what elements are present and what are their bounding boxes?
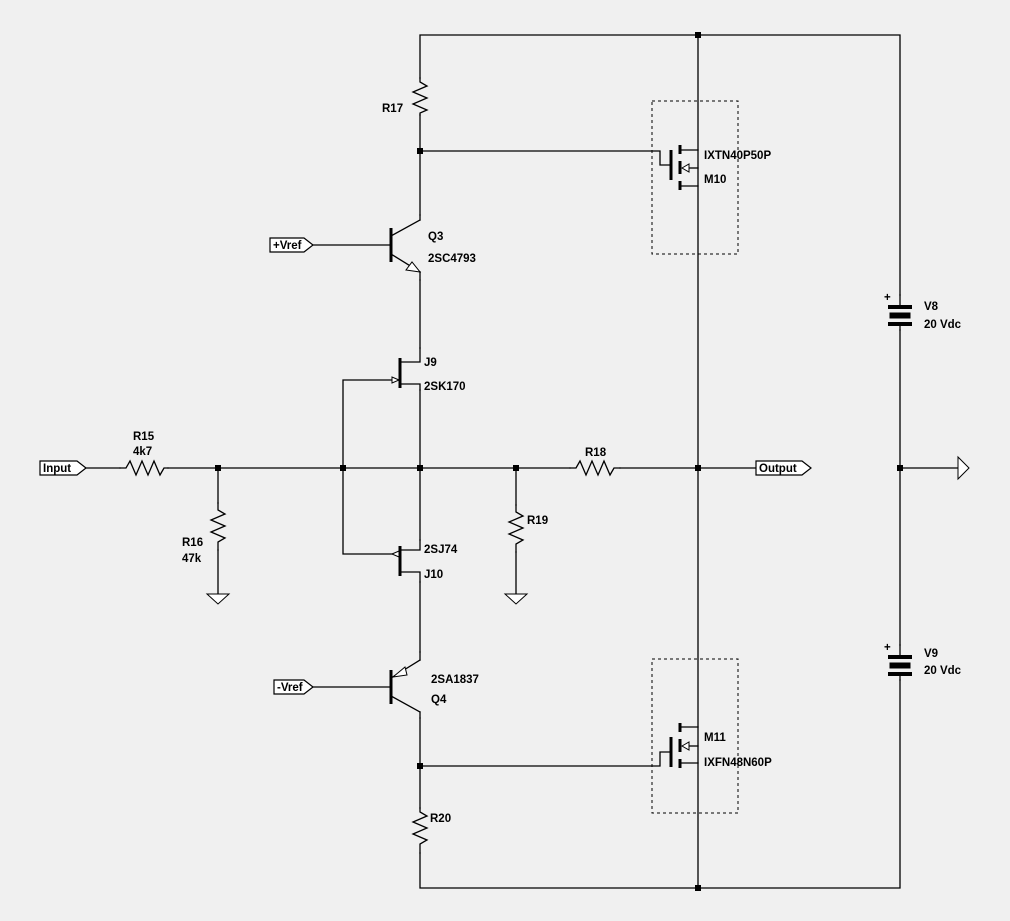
r17-ref: R17 [382,103,403,115]
port-vref-negative: -Vref [273,679,314,695]
v9-ref: V9 [924,648,938,660]
transistor-q4: 2SA1837 Q4 [389,651,479,719]
v8-plus-sign: + [884,292,891,304]
j9-part: 2SK170 [424,381,466,393]
mosfet-m10: IXTN40P50P M10 [651,100,771,255]
v8-value: 20 Vdc [924,319,962,331]
q3-ref: Q3 [428,231,443,243]
m10-part: IXTN40P50P [704,150,771,162]
port-output-label: Output [759,463,797,475]
m11-part: IXFN48N60P [704,757,772,769]
port-input-label: Input [43,463,71,475]
j9-ref: J9 [424,357,437,369]
v8-ref: V8 [924,301,939,313]
junction-dots [215,32,903,891]
jfet-j10: 2SJ74 J10 [390,539,458,583]
ground-symbol-r16 [205,593,231,605]
r18-ref: R18 [585,447,607,459]
r16-ref: R16 [182,537,203,549]
r20-ref: R20 [430,813,451,825]
port-vref-positive-label: +Vref [273,240,302,252]
j10-part: 2SJ74 [424,544,458,556]
ground-symbol-rail [957,455,970,481]
wires [85,34,959,889]
resistor-r17: R17 [382,77,429,116]
jfet-j9: J9 2SK170 [391,347,466,393]
resistor-r15: R15 4k7 [119,431,169,477]
transistor-q3: Q3 2SC4793 [389,214,476,281]
voltage-source-v9: + V9 20 Vdc [884,642,962,681]
q3-part: 2SC4793 [428,253,476,265]
port-output: Output [755,460,812,476]
resistor-r20: R20 [411,807,451,854]
m11-ref: M11 [704,732,726,744]
voltage-source-v8: + V8 20 Vdc [884,292,962,331]
m10-ref: M10 [704,174,726,186]
r15-value: 4k7 [133,446,152,458]
r16-value: 47k [182,553,202,565]
ground-symbol-r19 [503,593,529,605]
resistor-r19: R19 [507,504,548,553]
port-vref-negative-label: -Vref [277,682,303,694]
r19-ref: R19 [527,515,548,527]
q4-ref: Q4 [431,694,447,706]
mosfet-m11: M11 IXFN48N60P [651,658,772,814]
resistor-r16: R16 47k [182,502,227,565]
r15-ref: R15 [133,431,155,443]
v9-plus-sign: + [884,642,891,654]
v9-value: 20 Vdc [924,665,962,677]
port-input: Input [39,460,87,476]
resistor-r18: R18 [569,447,621,477]
port-vref-positive: +Vref [269,237,314,253]
j10-ref: J10 [424,569,443,581]
q4-part: 2SA1837 [431,674,479,686]
